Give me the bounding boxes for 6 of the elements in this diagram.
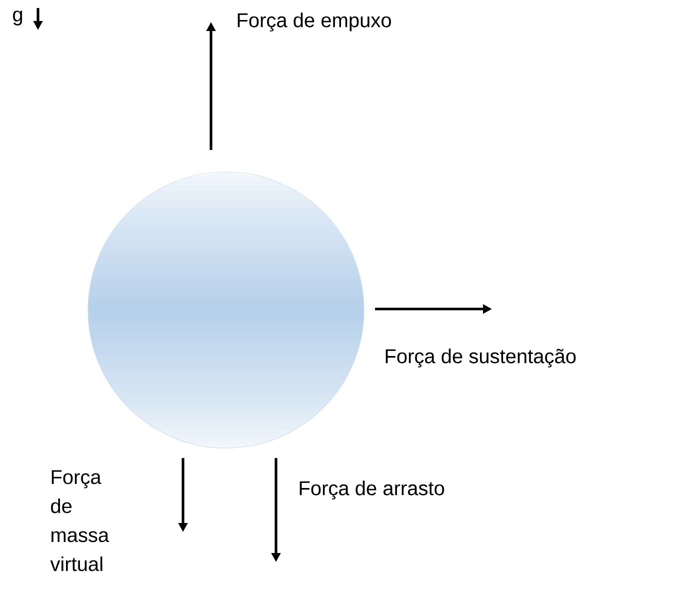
force-label: Força de sustentação (386, 348, 576, 368)
gravity-label: g (13, 10, 22, 26)
sphere (88, 172, 364, 448)
force-label: Força de massa virtual (50, 470, 110, 572)
force-label: Força de arrasto (300, 480, 444, 500)
force-label: Força de empuxo (238, 12, 391, 32)
